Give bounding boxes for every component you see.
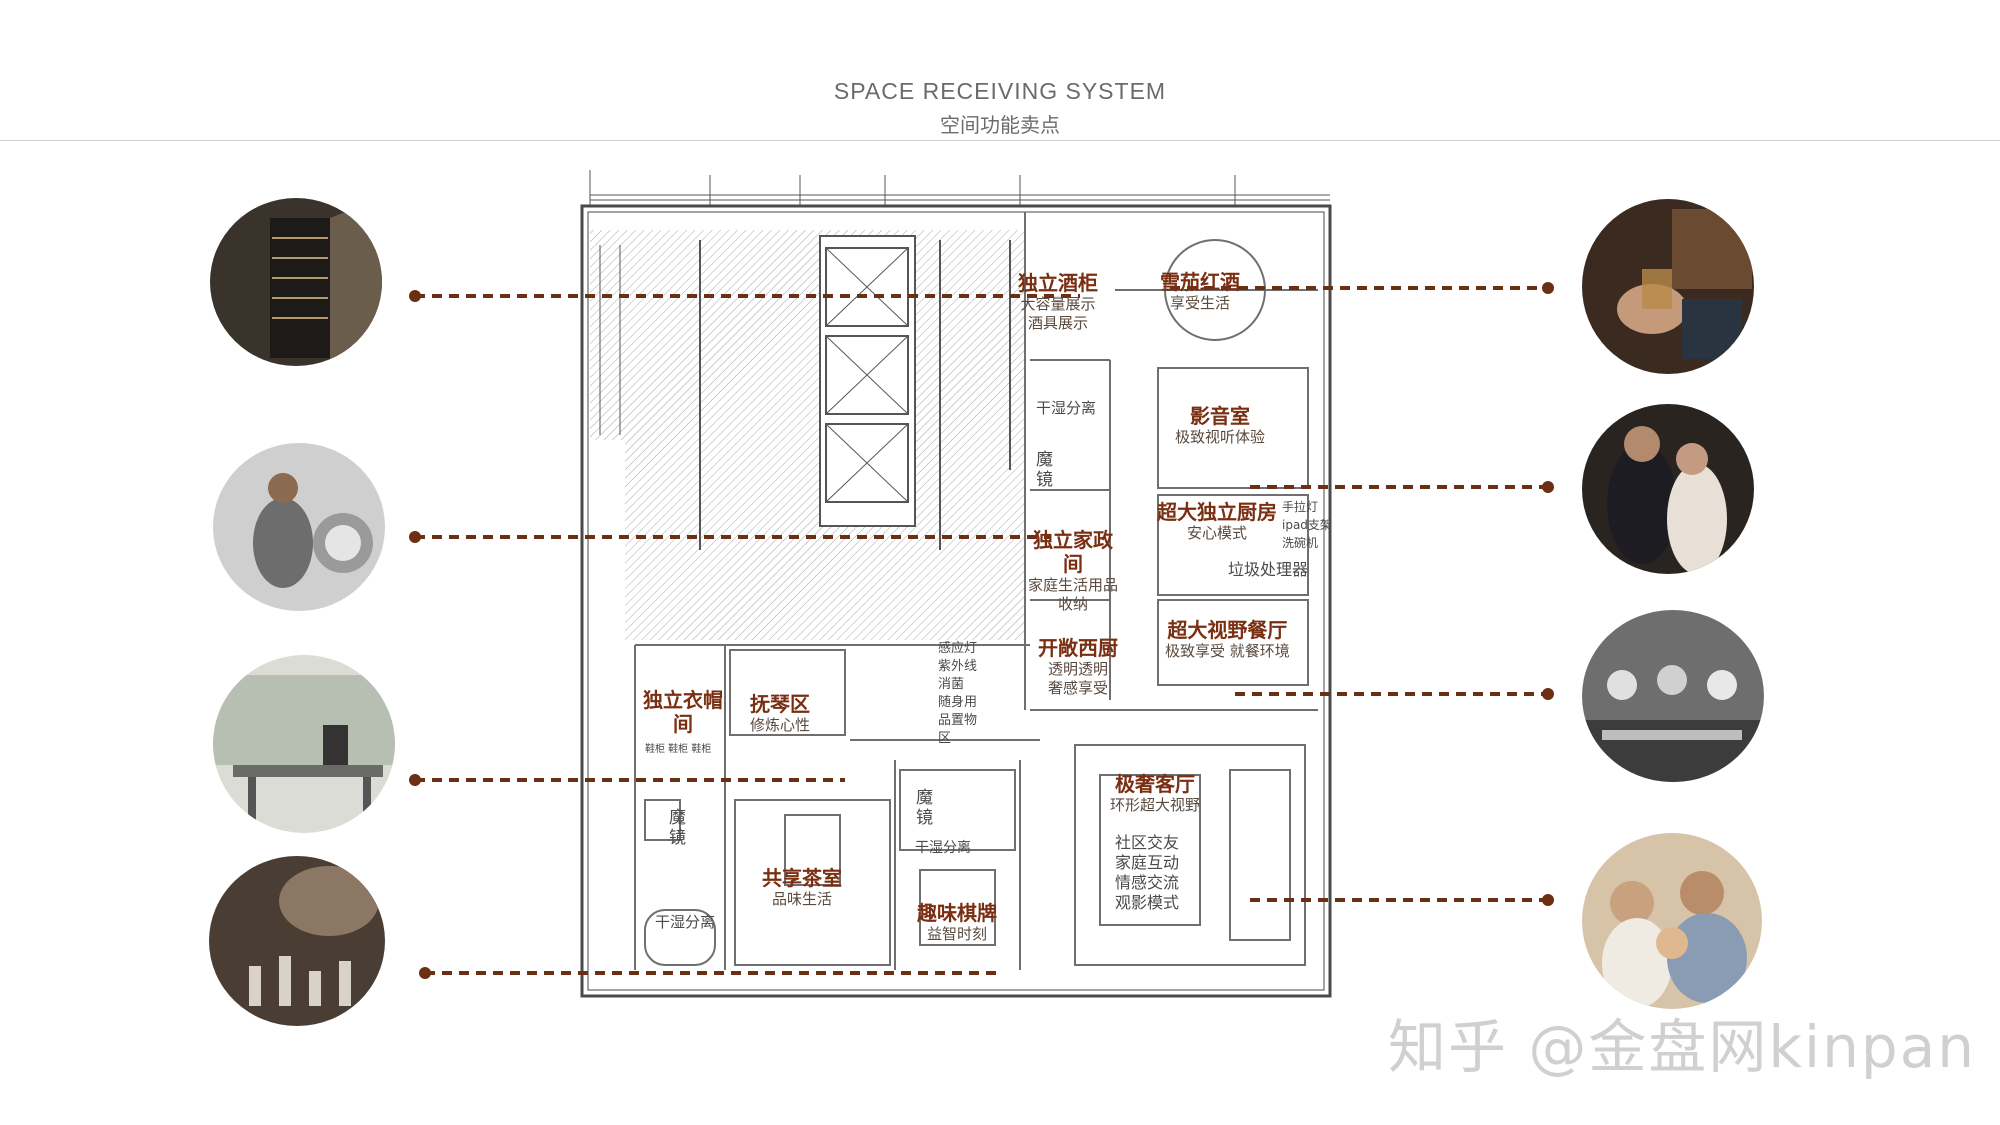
title-english: SPACE RECEIVING SYSTEM: [833, 78, 1167, 104]
kitchen-dining-photo: [1582, 610, 1764, 782]
connector-lines: [409, 282, 1554, 979]
note-magic-mirror-1: 魔 镜: [1036, 450, 1053, 490]
couple-lounge-photo: [1582, 404, 1754, 574]
label-media-room: 影音室极致视听体验: [1175, 404, 1266, 446]
watermark: 知乎 @金盘网kinpan: [1388, 1013, 1977, 1081]
page-header: SPACE RECEIVING SYSTEM 空间功能卖点: [0, 78, 2000, 138]
family-photo: [1582, 833, 1762, 1009]
dimension-line-top: [589, 170, 1330, 205]
label-wine-cabinet: 独立酒柜大容量展示酒具展示: [1018, 271, 1098, 332]
laundry-photo: [213, 443, 385, 611]
note-living-features: 社区交友 家庭互动 情感交流 观影模式: [1115, 833, 1180, 912]
label-dining: 超大视野餐厅极致享受 就餐环境: [1165, 618, 1290, 660]
core-hatched-area: [590, 230, 1025, 640]
label-kitchen: 超大独立厨房安心模式: [1157, 500, 1277, 542]
label-living-room: 极奢客厅环形超大视野: [1110, 772, 1201, 814]
label-cigar-wine: 雪茄红酒享受生活: [1160, 270, 1240, 312]
cigar-wine-photo: [1582, 199, 1754, 374]
title-chinese: 空间功能卖点: [940, 113, 1060, 137]
note-sterilize: 感应灯 紫外线 消菌 随身用 品置物 区: [938, 641, 978, 746]
label-closet: 独立衣帽间: [643, 688, 723, 736]
note-kitchen-features: 手拉灯 ipad支架 洗碗机: [1282, 500, 1332, 550]
note-magic-mirror-2: 魔 镜: [669, 808, 686, 848]
lower-left-rooms: [634, 644, 1040, 970]
note-closet-line: 鞋柜 鞋柜 鞋柜: [645, 744, 712, 755]
label-open-kitchen: 开敞西厨透明透明奢感享受: [1038, 636, 1118, 697]
workspace-photo: [213, 655, 395, 833]
header-divider: [0, 140, 2000, 141]
note-dry-wet-3: 干湿分离: [655, 913, 716, 931]
note-magic-mirror-3: 魔 镜: [916, 788, 933, 828]
note-dry-wet-2: 干湿分离: [915, 840, 971, 856]
wine-cellar-photo: [210, 198, 382, 366]
room-partitions: [1024, 212, 1318, 966]
label-game-room: 趣味棋牌益智时刻: [917, 901, 997, 943]
label-tea-room: 共享茶室品味生活: [762, 866, 842, 908]
chess-photo: [209, 856, 385, 1026]
note-garbage-disposal: 垃圾处理器: [1228, 560, 1309, 579]
label-housekeeping: 独立家政间家庭生活用品收纳: [1028, 528, 1119, 613]
label-piano: 抚琴区修炼心性: [750, 692, 811, 734]
note-dry-wet-1: 干湿分离: [1036, 399, 1097, 417]
outer-walls: [580, 204, 1332, 998]
